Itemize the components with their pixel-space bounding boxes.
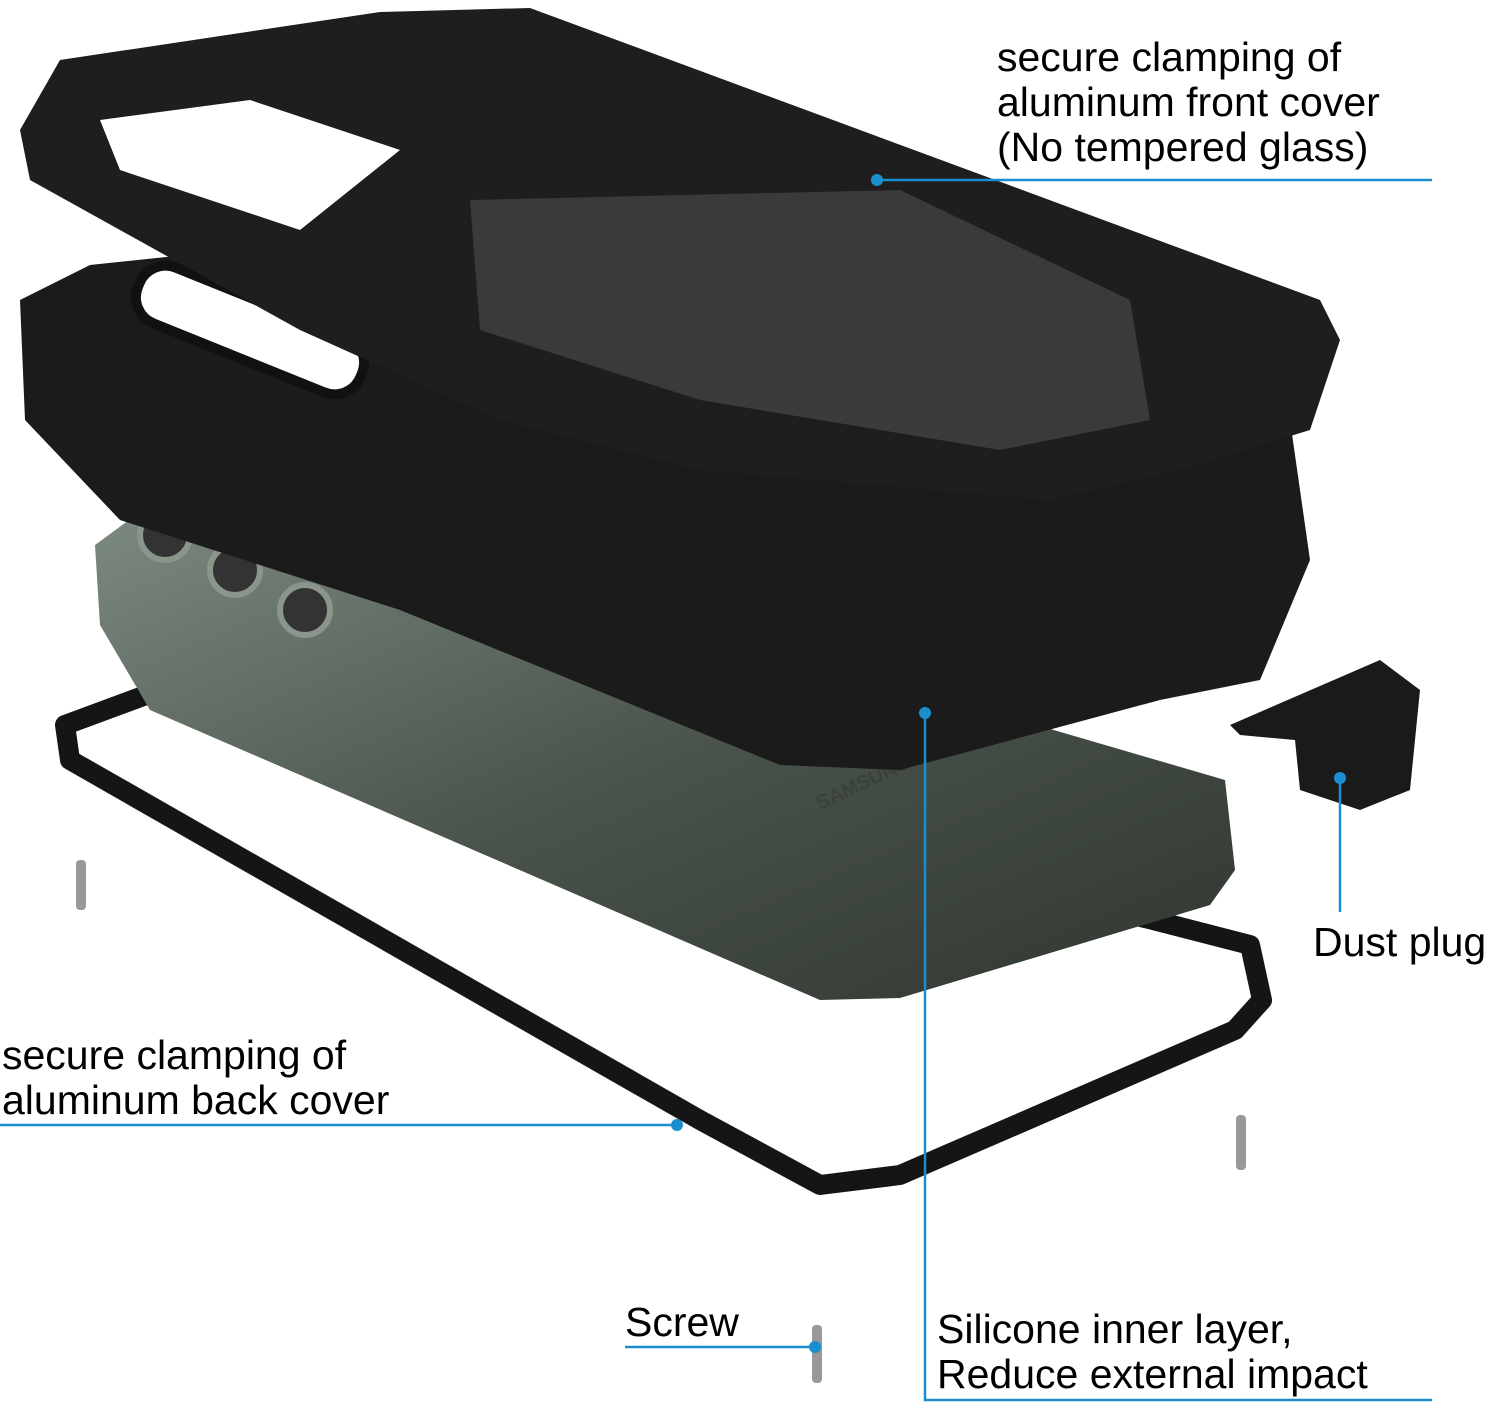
- callout-dot: [919, 707, 931, 719]
- label-line: secure clamping of: [997, 34, 1342, 80]
- label-dust-plug: Dust plug: [1313, 919, 1487, 965]
- label-screw: Screw: [625, 1299, 739, 1345]
- callout-dot: [1334, 772, 1346, 784]
- label-silicone: Silicone inner layer, Reduce external im…: [937, 1307, 1368, 1397]
- label-front-cover: secure clamping of aluminum front cover …: [997, 35, 1380, 170]
- screw: [812, 1325, 822, 1383]
- front-cover-window: [470, 190, 1150, 450]
- screw: [76, 860, 86, 910]
- callout-line-silicone: [923, 713, 1432, 1402]
- front-cover-opening: [100, 100, 400, 230]
- label-line: aluminum front cover: [997, 79, 1380, 125]
- callout-dot: [671, 1119, 683, 1131]
- callout-dot: [809, 1341, 821, 1353]
- callout-dot: [871, 174, 883, 186]
- label-line: Reduce external impact: [937, 1351, 1368, 1397]
- phone: [95, 510, 1235, 1000]
- label-line: (No tempered glass): [997, 124, 1369, 170]
- label-back-cover: secure clamping of aluminum back cover: [2, 1033, 389, 1123]
- label-line: aluminum back cover: [2, 1077, 390, 1123]
- camera-lens: [277, 582, 333, 638]
- dust-plug: [1230, 660, 1420, 810]
- screw: [1236, 1115, 1246, 1170]
- label-line: Silicone inner layer,: [937, 1306, 1293, 1352]
- label-line: secure clamping of: [2, 1032, 347, 1078]
